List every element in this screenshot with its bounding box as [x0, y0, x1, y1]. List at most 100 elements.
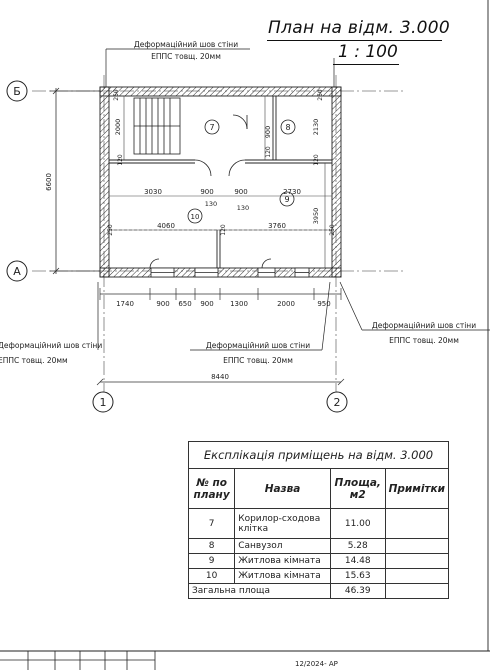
row-num: 7 [187, 508, 236, 539]
dim-bath-2130: 2130 [312, 119, 320, 136]
row-note [384, 538, 450, 554]
header-notes: Примітки [384, 468, 450, 509]
document-code: 12/2024- АР [295, 660, 338, 668]
axis-bubble-b [6, 80, 28, 102]
note-right-line2: ЕППС товщ. 20мм [389, 336, 459, 345]
note-mid-line1: Деформаційний шов стіни [206, 341, 310, 350]
dim-wall-900: 900 [264, 126, 272, 138]
plan-title: План на відм. 3.000 [268, 18, 451, 38]
dim-120-b: 120 [265, 146, 272, 158]
dim-door-left-900: 900 [200, 188, 213, 196]
plan-title-underline [267, 40, 442, 41]
interior-dimension-lines [109, 96, 332, 268]
note-leaders [97, 48, 490, 351]
total-area: 46.39 [329, 583, 386, 599]
row-area: 14.48 [329, 553, 386, 569]
row-area: 11.00 [329, 508, 386, 539]
table-caption: Експлікація приміщень на відм. 3.000 [188, 441, 449, 469]
dim-120-d: 120 [220, 224, 227, 236]
plan-scale: 1 : 100 [338, 42, 398, 62]
stair [133, 97, 181, 155]
table-row: 8 Санвузол 5.28 [187, 538, 450, 554]
note-top-line1: Деформаційний шов стіни [134, 40, 238, 49]
dim-120-a: 120 [117, 154, 124, 166]
dim-right-room-2730: 2730 [283, 188, 301, 196]
dim-right-3950: 3950 [312, 208, 320, 225]
header-num: № по планy [187, 468, 236, 509]
room-marker-7 [204, 119, 220, 135]
note-mid-line2: ЕППС товщ. 20мм [223, 356, 293, 365]
row-name: Житлова кімната [234, 553, 331, 569]
total-width-dimension [96, 378, 345, 386]
dim-left-room-3030: 3030 [144, 188, 162, 196]
note-left-line1: Деформаційний шов стіни [0, 341, 102, 350]
dim-door-right-900: 900 [234, 188, 247, 196]
axis-bubble-1 [92, 391, 114, 413]
outer-walls [99, 86, 342, 278]
dim-chain-900-b: 900 [200, 300, 213, 308]
bottom-windows [150, 267, 310, 278]
header-name: Назва [234, 468, 331, 509]
dim-250-tl: 250 [113, 89, 120, 101]
room-number-8: 8 [285, 123, 290, 132]
dim-chain-900-a: 900 [156, 300, 169, 308]
room-marker-10 [187, 208, 203, 224]
bottom-dimension-chain [99, 288, 342, 300]
door-swings [149, 114, 272, 269]
dim-120-c: 120 [313, 154, 320, 166]
dim-chain-1300: 1300 [230, 300, 248, 308]
note-top-line2: ЕППС товщ. 20мм [151, 52, 221, 61]
table-row: 9 Житлова кімната 14.48 [187, 553, 450, 569]
dim-chain-2000: 2000 [277, 300, 295, 308]
height-dimension [50, 87, 100, 275]
title-block-cells [0, 651, 156, 670]
room-number-9: 9 [284, 195, 289, 204]
dim-room10-4060: 4060 [157, 222, 175, 230]
table-row: 10 Житлова кімната 15.63 [187, 568, 450, 584]
dim-250-bl: 250 [107, 224, 114, 236]
sheet-frame [0, 0, 490, 652]
axis-label-a: А [13, 265, 21, 278]
dim-room9-3760: 3760 [268, 222, 286, 230]
dim-chain-650: 650 [178, 300, 191, 308]
axis-label-2: 2 [334, 396, 341, 409]
row-num: 10 [187, 568, 236, 584]
dim-130-right: 130 [237, 204, 249, 212]
axis-label-1: 1 [100, 396, 107, 409]
row-name: Корилор-сходова клітка [234, 508, 331, 539]
row-name: Житлова кімната [234, 568, 331, 584]
total-width-text: 8440 [211, 373, 229, 381]
room-marker-9 [279, 191, 295, 207]
row-note [384, 508, 450, 539]
row-num: 8 [187, 538, 236, 554]
total-label: Загальна площа [188, 583, 331, 599]
height-dimension-text: 6600 [45, 173, 53, 191]
dim-stair-2000: 2000 [114, 119, 122, 136]
row-area: 15.63 [329, 568, 386, 584]
header-area: Площа, м2 [329, 468, 386, 509]
total-note [384, 583, 450, 599]
dim-chain-950: 950 [317, 300, 330, 308]
dim-250-br: 250 [329, 224, 336, 236]
room-explication-table: Експлікація приміщень на відм. 3.000 № п… [187, 441, 450, 599]
plan-scale-underline [333, 64, 399, 65]
row-note [384, 568, 450, 584]
row-num: 9 [187, 553, 236, 569]
interior-walls [109, 96, 332, 268]
room-number-7: 7 [209, 123, 214, 132]
row-name: Санвузол [234, 538, 331, 554]
table-total-row: Загальна площа 46.39 [188, 583, 450, 599]
row-note [384, 553, 450, 569]
room-number-10: 10 [191, 213, 200, 221]
room-marker-8 [280, 119, 296, 135]
axis-label-b: Б [13, 85, 21, 98]
dim-130-left: 130 [205, 200, 217, 208]
table-row: 7 Корилор-сходова клітка 11.00 [187, 508, 450, 539]
note-left-line2: ЕППС товщ. 20мм [0, 356, 68, 365]
row-area: 5.28 [329, 538, 386, 554]
dim-chain-1740: 1740 [116, 300, 134, 308]
dim-250-tr: 250 [317, 89, 324, 101]
note-right-line1: Деформаційний шов стіни [372, 321, 476, 330]
axis-bubble-a [6, 260, 28, 282]
